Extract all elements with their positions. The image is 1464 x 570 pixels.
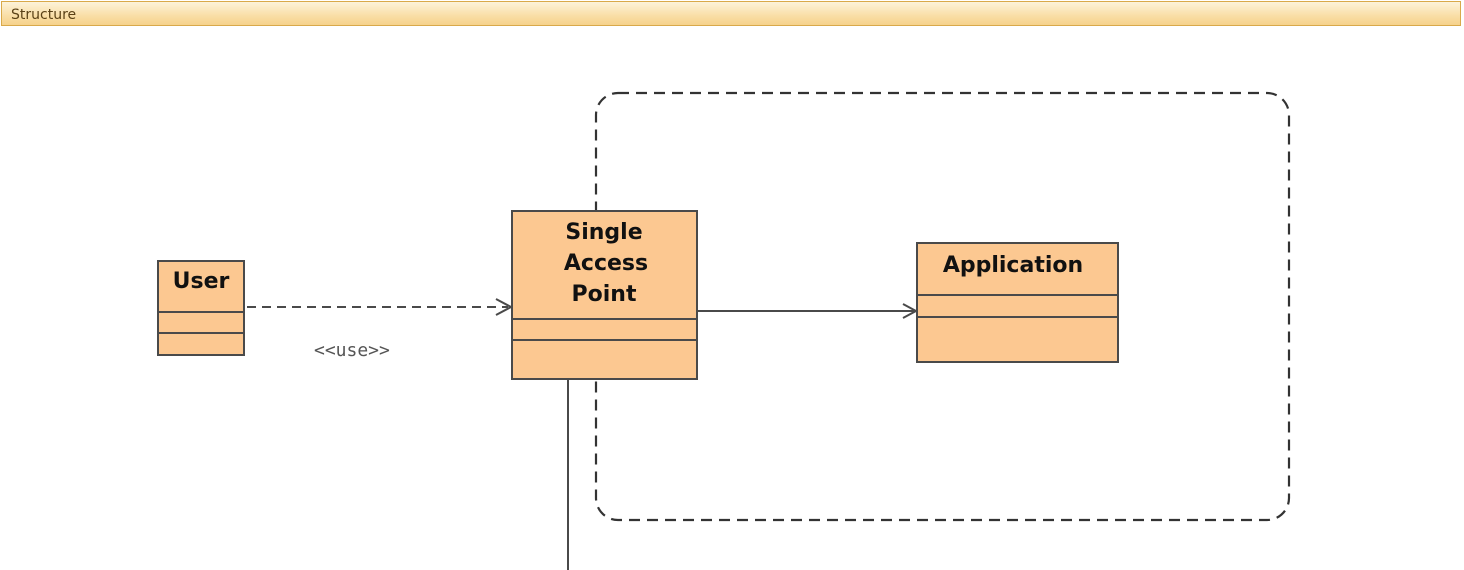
- class-application-name: Application: [943, 253, 1083, 278]
- system-boundary: [594, 91, 1291, 522]
- class-single-access-point-name-line-2: Access: [564, 251, 648, 276]
- class-single-access-point[interactable]: Single Access Point: [511, 210, 698, 380]
- class-application[interactable]: Application: [916, 242, 1119, 363]
- use-stereotype-label: <<use>>: [314, 340, 390, 361]
- user-to-sap-dependency: [247, 298, 514, 316]
- sap-to-application-association: [697, 303, 919, 319]
- class-user[interactable]: User: [157, 260, 245, 356]
- class-single-access-point-name-line-1: Single: [565, 220, 642, 245]
- section-title: Structure: [11, 7, 77, 23]
- class-application-body: [916, 242, 1119, 363]
- section-header: Structure: [1, 1, 1461, 26]
- class-user-name: User: [173, 269, 230, 294]
- class-single-access-point-name-line-3: Point: [572, 282, 637, 307]
- class-single-access-point-body: [511, 210, 698, 380]
- class-user-body: [157, 260, 245, 356]
